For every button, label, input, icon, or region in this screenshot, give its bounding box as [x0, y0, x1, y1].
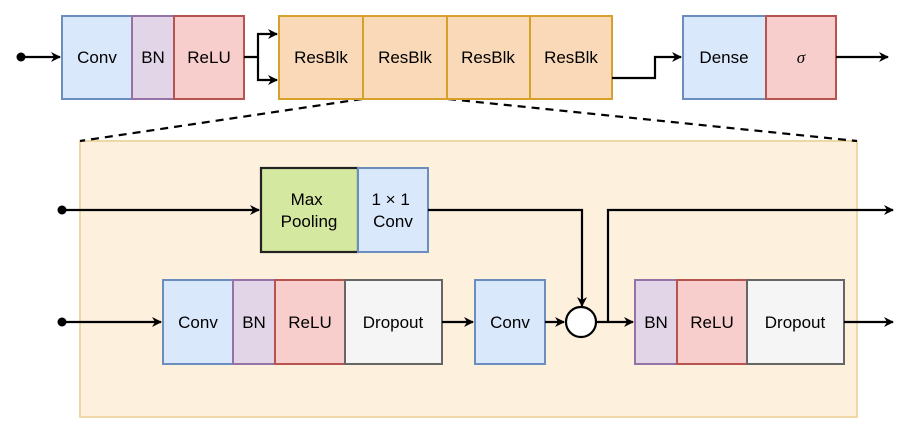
dense-label: Dense: [699, 48, 748, 67]
stem-conv-label: Conv: [77, 48, 117, 67]
residual-output-arrow: [606, 205, 894, 322]
stem-relu-label: ReLU: [187, 48, 230, 67]
one-by-one-conv-box: [357, 167, 429, 253]
one-by-one-conv-line-1: 1 × 1: [371, 190, 409, 209]
sigma-box: [765, 15, 837, 100]
resblk-box-3: [446, 15, 531, 100]
stem-bn-box: [131, 15, 175, 100]
resblk-to-dense-arrow: [612, 52, 682, 80]
main-bn-box: [232, 279, 276, 365]
main-conv-label: Conv: [178, 313, 218, 332]
split-arrow-lower: [256, 57, 278, 85]
one-by-one-conv-line-2: Conv: [373, 212, 413, 231]
resblk-label-1: ResBlk: [294, 48, 348, 67]
second-conv-box: [474, 279, 546, 365]
max-pooling-line-2: Pooling: [281, 212, 338, 231]
sum-node: [564, 305, 598, 339]
main-path-block: Conv BN ReLU Dropout: [162, 279, 443, 365]
stem-bn-label: BN: [141, 48, 165, 67]
max-pooling-line-1: Max: [291, 190, 324, 209]
second-conv-label: Conv: [490, 313, 530, 332]
resblk-label-2: ResBlk: [378, 48, 432, 67]
stem-conv-box: [61, 15, 133, 100]
main-bn-label: BN: [242, 313, 266, 332]
resblk-box-1: [278, 15, 364, 100]
post-dropout-label: Dropout: [765, 313, 826, 332]
main-relu-box: [274, 279, 346, 365]
post-dropout-box: [746, 279, 845, 365]
post-relu-label: ReLU: [690, 313, 733, 332]
main-dropout-box: [344, 279, 443, 365]
one-by-one-conv-label: 1 × 1 Conv: [371, 190, 414, 231]
stem-relu-box: [173, 15, 245, 100]
resblk-group: ResBlk ResBlk ResBlk ResBlk: [278, 15, 613, 100]
zoom-line-right: [447, 97, 858, 143]
head-block: Dense σ: [682, 15, 837, 100]
resblk-label-4: ResBlk: [544, 48, 598, 67]
post-bn-label: BN: [644, 313, 668, 332]
max-pooling-box: [259, 166, 360, 254]
main-dropout-label: Dropout: [363, 313, 424, 332]
post-sum-block: BN ReLU Dropout: [634, 279, 845, 365]
main-relu-label: ReLU: [288, 313, 331, 332]
split-arrow-upper: [244, 29, 278, 59]
resblk-box-4: [529, 15, 613, 100]
skip-path: Max Pooling 1 × 1 Conv: [259, 166, 429, 254]
post-bn-box: [634, 279, 678, 365]
stem-block: Conv BN ReLU: [61, 15, 245, 100]
max-pooling-label: Max Pooling: [281, 190, 338, 231]
sigma-label: σ: [797, 48, 806, 67]
resblk-label-3: ResBlk: [461, 48, 515, 67]
main-conv-box: [162, 279, 234, 365]
skip-to-sum-arrow: [428, 208, 587, 307]
resblk-box-2: [362, 15, 448, 100]
zoom-line-left: [79, 97, 363, 143]
